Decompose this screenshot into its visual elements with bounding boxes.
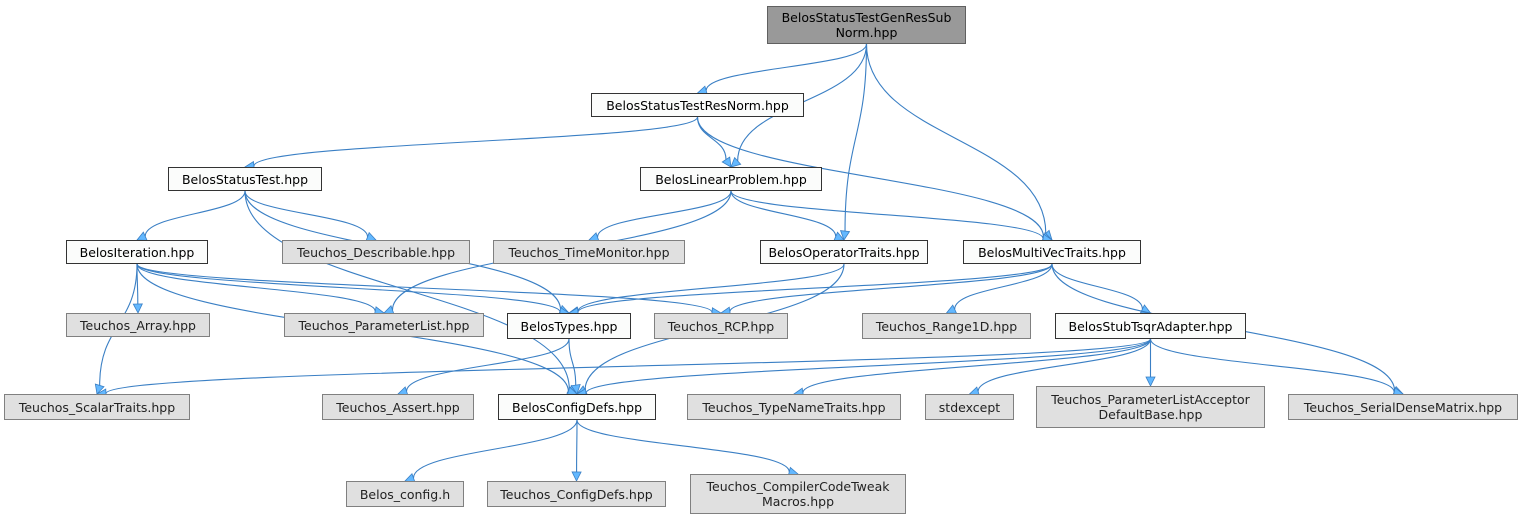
node-timemon[interactable]: Teuchos_TimeMonitor.hpp — [493, 240, 685, 264]
edge-resnorm-to-statustest — [253, 116, 699, 167]
edge-mvtraits-to-tsqr — [1051, 263, 1143, 310]
edge-mvtraits-to-types — [577, 263, 1053, 313]
arrowhead-types-to-configdefs — [570, 383, 581, 395]
edge-configdefs-to-belosconfig — [412, 419, 578, 479]
node-tweak[interactable]: Teuchos_CompilerCodeTweak Macros.hpp — [690, 474, 906, 514]
node-placcept[interactable]: Teuchos_ParameterListAcceptor DefaultBas… — [1036, 386, 1265, 428]
arrowhead-iteration-to-scalartraits — [94, 383, 105, 395]
node-rcp[interactable]: Teuchos_RCP.hpp — [654, 313, 788, 339]
edge-linprob-to-mvtraits — [730, 190, 1044, 239]
node-range1d[interactable]: Teuchos_Range1D.hpp — [862, 313, 1031, 339]
edge-iteration-to-rcp — [136, 263, 713, 313]
node-serialdense[interactable]: Teuchos_SerialDenseMatrix.hpp — [1288, 394, 1518, 420]
edge-root-to-optraits — [844, 43, 868, 232]
edge-root-to-resnorm — [705, 43, 868, 91]
node-stdexcept[interactable]: stdexcept — [925, 394, 1014, 420]
edge-types-to-configdefs — [568, 338, 577, 386]
edge-mvtraits-to-range1d — [954, 263, 1053, 310]
node-statustest[interactable]: BelosStatusTest.hpp — [168, 167, 322, 191]
node-configdefs[interactable]: BelosConfigDefs.hpp — [498, 394, 656, 420]
node-belosconfig[interactable]: Belos_config.h — [346, 481, 464, 507]
edge-tsqr-to-serialdense — [1149, 338, 1395, 393]
edge-tsqr-to-configdefs — [585, 338, 1152, 394]
edge-statustest-to-iteration — [144, 190, 246, 237]
edge-resnorm-to-linprob — [696, 116, 727, 160]
arrowhead-tsqr-to-placcept — [1145, 376, 1156, 387]
node-paramlist[interactable]: Teuchos_ParameterList.hpp — [284, 313, 484, 337]
edge-iteration-to-paramlist — [136, 263, 376, 312]
arrowhead-root-to-optraits — [839, 230, 851, 241]
arrowhead-configdefs-to-tconfigdefs — [571, 471, 582, 482]
edge-mvtraits-to-rcp — [729, 263, 1053, 312]
node-scalartraits[interactable]: Teuchos_ScalarTraits.hpp — [4, 394, 190, 420]
node-typename[interactable]: Teuchos_TypeNameTraits.hpp — [687, 394, 901, 420]
edge-tsqr-to-scalartraits — [105, 338, 1152, 394]
edge-configdefs-to-tweak — [576, 419, 790, 473]
node-iteration[interactable]: BelosIteration.hpp — [66, 240, 208, 264]
edge-statustest-to-describable — [244, 190, 369, 237]
edge-types-to-assert — [406, 338, 570, 392]
node-optraits[interactable]: BelosOperatorTraits.hpp — [760, 240, 928, 264]
edge-optraits-to-types — [577, 263, 845, 312]
arrowhead-resnorm-to-linprob — [721, 156, 732, 168]
edge-linprob-to-optraits — [730, 190, 837, 237]
node-tconfigdefs[interactable]: Teuchos_ConfigDefs.hpp — [487, 481, 666, 507]
edge-linprob-to-timemon — [596, 190, 732, 238]
node-mvtraits[interactable]: BelosMultiVecTraits.hpp — [963, 240, 1141, 264]
node-linprob[interactable]: BelosLinearProblem.hpp — [640, 167, 822, 191]
node-describable[interactable]: Teuchos_Describable.hpp — [282, 240, 470, 264]
node-tsqr[interactable]: BelosStubTsqrAdapter.hpp — [1055, 313, 1246, 339]
arrowhead-iteration-to-array — [132, 303, 143, 314]
edge-tsqr-to-stdexcept — [977, 338, 1152, 392]
node-root: BelosStatusTestGenResSub Norm.hpp — [767, 6, 966, 44]
node-resnorm[interactable]: BelosStatusTestResNorm.hpp — [591, 93, 804, 117]
edge-tsqr-to-typename — [802, 338, 1152, 393]
arrowhead-root-to-linprob — [730, 156, 742, 168]
node-array[interactable]: Teuchos_Array.hpp — [66, 313, 210, 337]
edge-iteration-to-types — [136, 263, 561, 313]
edge-resnorm-to-mvtraits — [696, 116, 1045, 238]
node-types[interactable]: BelosTypes.hpp — [507, 313, 631, 339]
edge-root-to-mvtraits — [865, 43, 1047, 234]
node-assert[interactable]: Teuchos_Assert.hpp — [322, 394, 474, 420]
